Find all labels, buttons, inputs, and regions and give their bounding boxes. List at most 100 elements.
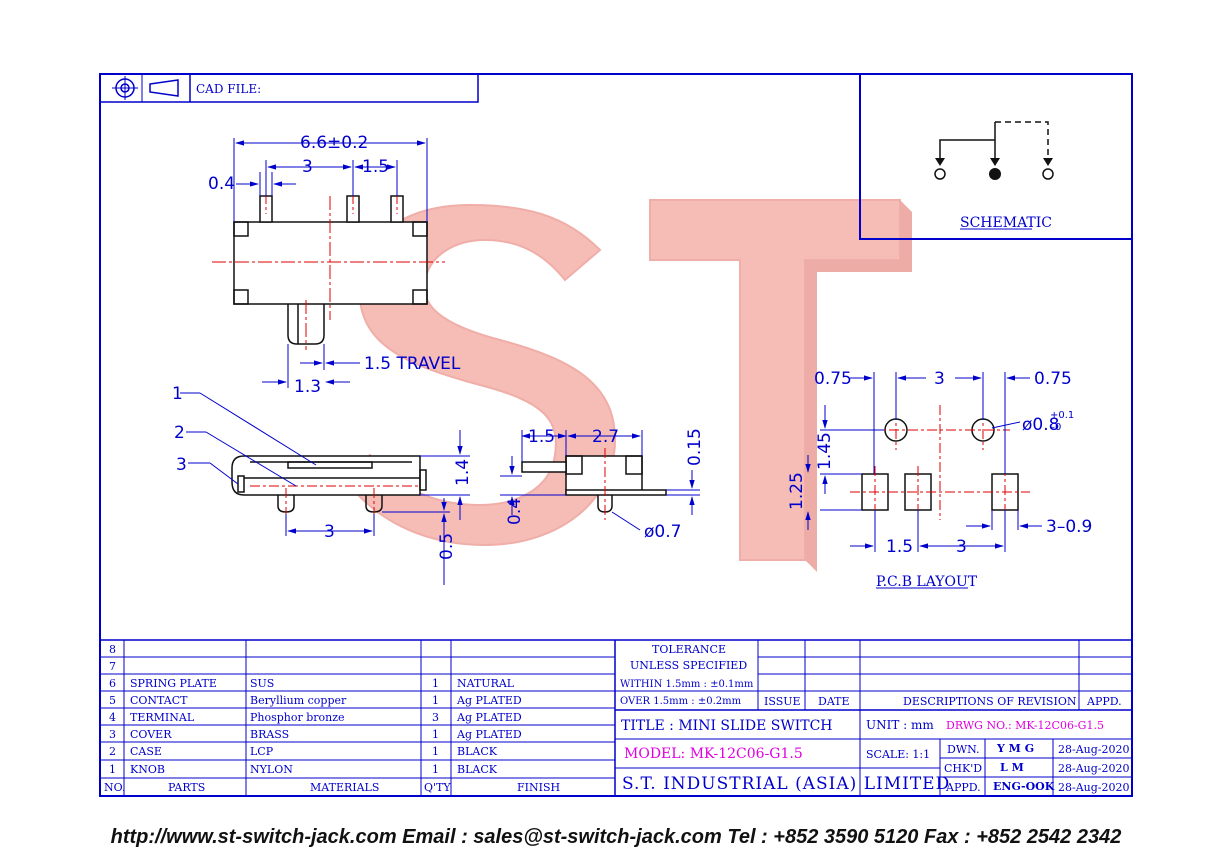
dim-hole-tol-minus: –0	[1050, 422, 1061, 433]
table-row: 5 CONTACT Beryllium copper 1 Ag PLATED	[109, 694, 522, 707]
top-view-centerlines	[212, 190, 445, 350]
svg-text:COVER: COVER	[130, 728, 172, 741]
revision-appd: APPD.	[1086, 695, 1122, 708]
svg-text:4: 4	[109, 711, 116, 724]
dim-knob-width: 1.3	[294, 377, 321, 397]
bill-of-materials-grid	[100, 639, 1132, 796]
svg-text:Ag PLATED: Ag PLATED	[456, 711, 522, 724]
dim-pcb-right: 0.75	[1034, 369, 1072, 389]
company-name: S.T. INDUSTRIAL (ASIA) LIMITED	[622, 774, 950, 794]
svg-text:NATURAL: NATURAL	[457, 677, 515, 690]
scale-label: SCALE: 1:1	[866, 748, 930, 761]
callout-3: 3	[176, 455, 187, 475]
revision-issue: ISSUE	[764, 695, 801, 708]
dim-side-knob: 1.5	[528, 427, 555, 447]
svg-text:5: 5	[109, 694, 116, 707]
svg-text:Beryllium copper: Beryllium copper	[250, 694, 347, 707]
dim-front-pitch: 3	[324, 522, 335, 542]
svg-text:NO.: NO.	[104, 781, 126, 794]
svg-text:1: 1	[432, 728, 439, 741]
svg-text:1: 1	[109, 763, 116, 776]
svg-text:CASE: CASE	[130, 745, 162, 758]
callout-2: 2	[174, 423, 185, 443]
svg-text:MATERIALS: MATERIALS	[310, 781, 379, 794]
table-row: 8	[109, 643, 116, 656]
svg-text:6: 6	[109, 677, 116, 690]
table-row: 6 SPRING PLATE SUS 1 NATURAL	[109, 677, 515, 690]
tolerance-subtitle: UNLESS SPECIFIED	[630, 659, 747, 672]
svg-text:Ag PLATED: Ag PLATED	[456, 694, 522, 707]
svg-text:BLACK: BLACK	[457, 745, 498, 758]
model-number: MODEL: MK-12C06-G1.5	[624, 746, 803, 762]
dim-pin-width: 0.4	[208, 174, 235, 194]
svg-text:Phosphor bronze: Phosphor bronze	[250, 711, 345, 724]
appd-label: APPD.	[945, 781, 981, 794]
svg-text:1: 1	[432, 763, 439, 776]
dim-hole-tol-plus: +0.1	[1050, 410, 1074, 421]
drawing-number: DRWG NO.: MK-12C06-G1.5	[946, 719, 1104, 732]
svg-text:7: 7	[109, 660, 116, 673]
table-row: 3 COVER BRASS 1 Ag PLATED	[109, 728, 522, 741]
dim-pin-pitch-small: 1.5	[362, 157, 389, 177]
svg-text:2: 2	[109, 745, 116, 758]
front-dims	[180, 392, 470, 585]
table-row: 4 TERMINAL Phosphor bronze 3 Ag PLATED	[109, 711, 522, 724]
svg-text:CONTACT: CONTACT	[130, 694, 188, 707]
dim-pcb-h2: 1.25	[787, 472, 807, 510]
parts-table: 8 7 6 SPRING PLATE SUS 1 NATURAL 5 CONTA…	[104, 643, 560, 794]
appd-date: 28-Aug-2020	[1058, 781, 1130, 794]
dim-travel: 1.5 TRAVEL	[364, 354, 461, 374]
svg-text:FINISH: FINISH	[517, 781, 560, 794]
schematic-label: SCHEMATIC	[960, 215, 1052, 231]
dim-pcb-pad: 3–0.9	[1046, 517, 1092, 537]
dim-pcb-h1: 1.45	[815, 432, 835, 470]
svg-text:Q'TY: Q'TY	[424, 781, 451, 794]
projection-cone-icon	[149, 79, 179, 97]
dim-pcb-pitch-b2: 3	[956, 537, 967, 557]
table-row: 7	[109, 660, 116, 673]
svg-text:KNOB: KNOB	[130, 763, 165, 776]
pcb-layout-label: P.C.B LAYOUT	[876, 574, 978, 590]
tolerance-over: OVER 1.5mm : ±0.2mm	[620, 696, 742, 707]
sheet-border	[99, 73, 1133, 797]
svg-text:LCP: LCP	[250, 745, 274, 758]
svg-text:1: 1	[432, 677, 439, 690]
svg-text:BRASS: BRASS	[250, 728, 289, 741]
tolerance-title: TOLERANCE	[652, 643, 726, 656]
dim-side-thick: 0.15	[685, 428, 705, 466]
dwn-date: 28-Aug-2020	[1058, 743, 1130, 756]
terminal-open-icon	[934, 168, 946, 180]
dim-pcb-pitch-b1: 1.5	[886, 537, 913, 557]
header-cad	[99, 73, 479, 103]
table-header: NO. PARTS MATERIALS Q'TY FINISH	[104, 781, 560, 794]
drawing-title: TITLE : MINI SLIDE SWITCH	[621, 718, 833, 734]
terminal-common-icon	[989, 168, 1001, 180]
front-view	[231, 455, 427, 513]
svg-text:8: 8	[109, 643, 116, 656]
appd-name: ENG-OOK	[993, 780, 1055, 793]
side-view	[521, 455, 667, 513]
dim-pin-pitch: 3	[302, 157, 313, 177]
tolerance-within: WITHIN 1.5mm : ±0.1mm	[620, 679, 754, 690]
top-view-dims	[233, 138, 428, 388]
dim-side-dia: ø0.7	[644, 522, 681, 542]
svg-text:3: 3	[109, 728, 116, 741]
svg-text:1: 1	[432, 694, 439, 707]
svg-text:BLACK: BLACK	[457, 763, 498, 776]
table-row: 2 CASE LCP 1 BLACK	[109, 745, 498, 758]
svg-text:Ag PLATED: Ag PLATED	[456, 728, 522, 741]
dim-height: 1.4	[453, 459, 473, 486]
svg-text:NYLON: NYLON	[250, 763, 293, 776]
svg-text:PARTS: PARTS	[168, 781, 205, 794]
side-dims	[500, 430, 700, 531]
dwn-label: DWN.	[947, 743, 980, 756]
dwn-name: Y M G	[996, 742, 1034, 755]
schematic-box	[859, 73, 1133, 240]
dim-side-depth: 2.7	[592, 427, 619, 447]
callout-1: 1	[172, 384, 183, 404]
dim-side-pin: 0.4	[505, 498, 525, 525]
unit-label: UNIT : mm	[866, 718, 934, 732]
dim-pcb-pitch: 3	[934, 369, 945, 389]
svg-text:3: 3	[432, 711, 439, 724]
